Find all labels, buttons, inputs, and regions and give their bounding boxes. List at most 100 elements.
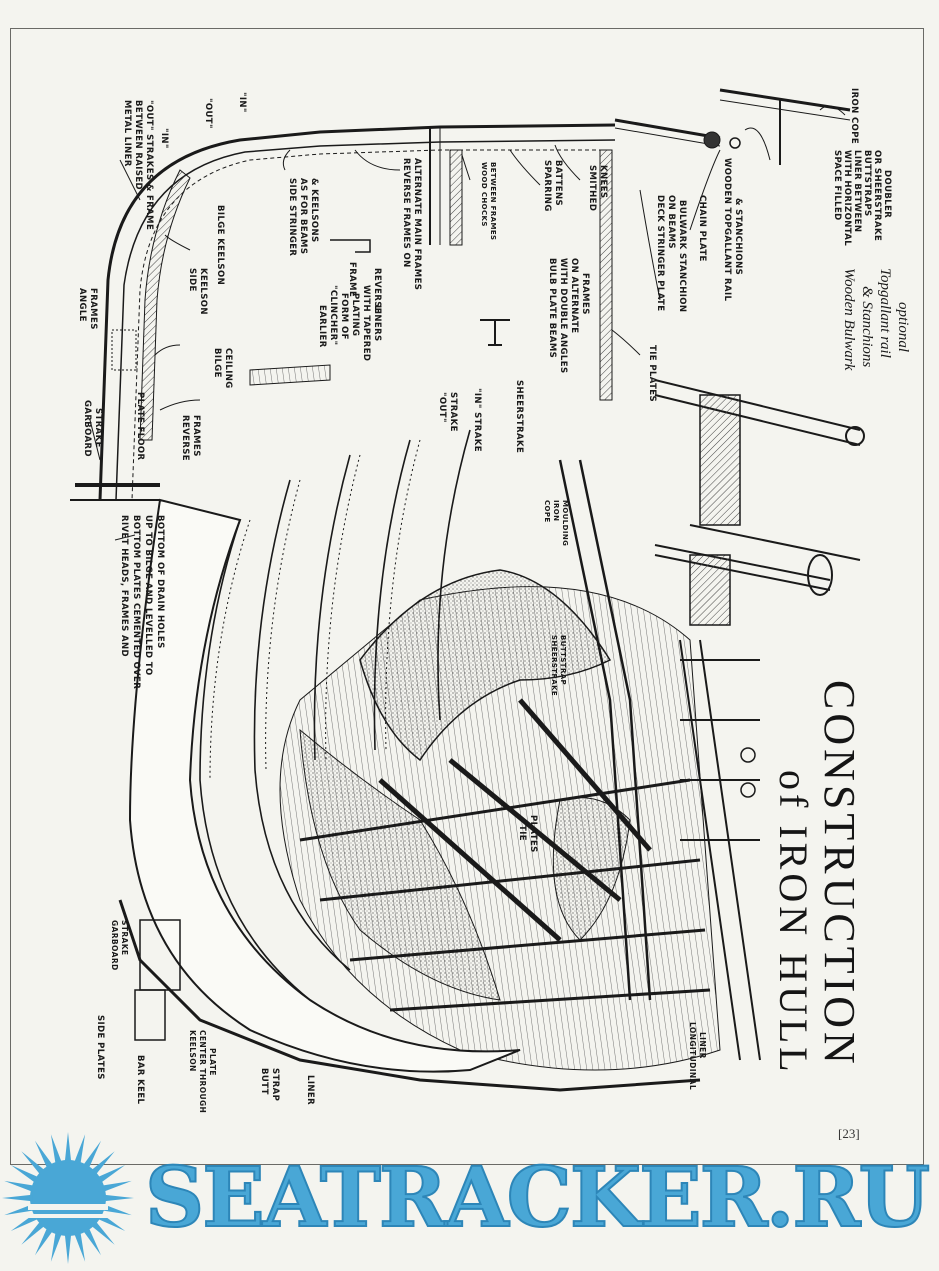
sun-ray xyxy=(74,1134,86,1165)
label-bulb-plate-4: FRAMES xyxy=(580,273,590,315)
label-metal-liner-1: METAL LINER xyxy=(122,100,132,167)
label-space-filled-3: LINER BETWEEN xyxy=(852,150,862,232)
sun-ray xyxy=(64,1132,72,1163)
label-deck-stringer-1: DECK STRINGER PLATE xyxy=(655,195,665,311)
sun-ray xyxy=(50,1134,62,1165)
sun-ray xyxy=(83,1140,101,1169)
label-in-strake: "IN" STRAKE xyxy=(472,388,482,452)
wooden-bulwark-line2: & Stanchions xyxy=(859,286,875,367)
label-bar-keel: BAR KEEL xyxy=(135,1055,145,1105)
label-garboard-left-2: STRAKE xyxy=(93,408,103,448)
label-rivet-heads-3: UP TO BILGE AND LEVELLED TO xyxy=(143,515,153,676)
label-deck-stringer-2: ON BEAMS xyxy=(666,195,676,249)
label-reverse-frames-2: FRAMES xyxy=(191,415,201,457)
label-garboard-left-1: GARBOARD xyxy=(82,400,92,457)
sun-icon xyxy=(2,1132,134,1264)
sun-ray xyxy=(103,1194,134,1202)
sun-ray xyxy=(21,1221,45,1245)
label-side-keelson-1: SIDE xyxy=(187,268,197,292)
label-sheer-buttstrap-2: BUTTSTRAP xyxy=(559,635,567,685)
label-garboard-bottom-1: GARBOARD xyxy=(110,920,119,971)
label-plate-floor: PLATE FLOOR xyxy=(135,392,145,460)
label-bulb-plate-1: BULB PLATE BEAMS xyxy=(547,258,557,358)
sun-ray xyxy=(4,1180,35,1192)
label-sparring-1: SPARRING xyxy=(542,160,552,212)
label-tie-plates-mid-1: TIE xyxy=(517,825,527,841)
label-garboard-bottom-2: STRAKE xyxy=(120,920,129,955)
label-rivet-heads-2: BOTTOM PLATES CEMENTED OVER xyxy=(131,515,141,689)
label-side-plates: SIDE PLATES xyxy=(95,1015,105,1080)
label-reverse-frames-1: REVERSE xyxy=(180,415,190,461)
sun-ray xyxy=(83,1227,101,1256)
label-cope-1: COPE xyxy=(543,500,551,523)
title-line1: CONSTRUCTION xyxy=(815,680,864,1068)
label-out-1: "OUT" xyxy=(203,98,213,129)
label-smithed-knees-2: KNEES xyxy=(598,165,608,198)
label-wood-chocks-1: WOOD CHOCKS xyxy=(480,162,488,227)
sun-ray xyxy=(4,1204,35,1216)
label-angle-frames-1: ANGLE xyxy=(77,288,87,322)
label-cope-2: IRON xyxy=(552,500,560,521)
label-wooden-topgallant: WOODEN TOPGALLANT RAIL xyxy=(722,158,732,302)
label-space-filled-4: BUTTSTRAPS xyxy=(862,150,872,217)
title-block: CONSTRUCTION of IRON HULL xyxy=(771,680,864,1076)
label-angle-frames-2: FRAMES xyxy=(88,288,98,330)
label-chain-plate: CHAIN PLATE xyxy=(697,195,707,262)
label-rivet-heads-4: BOTTOM OF DRAIN HOLES xyxy=(155,515,165,649)
label-longitudinal-liner-1: LONGITUDINAL xyxy=(688,1022,697,1090)
label-earlier-4: PLATING xyxy=(350,293,360,336)
page-number: [23] xyxy=(838,1126,860,1141)
sun-ray xyxy=(91,1151,115,1175)
label-earlier-1: EARLIER xyxy=(317,305,327,348)
label-frame: FRAME xyxy=(347,262,357,297)
sun-ray xyxy=(91,1221,115,1245)
hull-perspective xyxy=(118,429,761,1092)
label-butt-strap-1: BUTT xyxy=(259,1068,269,1095)
labels: IRON COPE SPACE FILLED WITH HORIZONTAL L… xyxy=(77,88,892,1113)
sun-ray xyxy=(74,1231,86,1262)
label-reverse: REVERSE xyxy=(372,268,382,314)
label-side-stringer-1: SIDE STRINGER xyxy=(287,178,297,256)
label-bulb-plate-3: ON ALTERNATE xyxy=(569,258,579,333)
label-reverse-frames-alt-2: ALTERNATE MAIN FRAMES xyxy=(412,158,422,290)
title-line2: of IRON HULL xyxy=(771,770,816,1076)
label-in-1: "IN" xyxy=(237,92,247,113)
wooden-bulwark-line1: Wooden Bulwark xyxy=(841,268,857,371)
label-side-stringer-2: AS FOR BEAMS xyxy=(298,178,308,254)
label-earlier-3: FORM OF xyxy=(339,293,349,340)
label-wood-chocks-2: BETWEEN FRAMES xyxy=(489,162,497,240)
sun-ray xyxy=(50,1231,62,1262)
sun-ray xyxy=(35,1227,53,1256)
watermark-text: SEATRACKER.RU xyxy=(144,1149,931,1247)
sun-ray xyxy=(2,1194,33,1202)
label-bilge-ceiling-2: CEILING xyxy=(223,348,233,389)
label-side-keelson-2: KEELSON xyxy=(198,268,208,315)
label-keelson-center-3: PLATE xyxy=(208,1048,217,1076)
sun-ray xyxy=(21,1151,45,1175)
label-space-filled-6: DOUBLER xyxy=(882,170,892,218)
cross-section xyxy=(70,88,851,501)
page-border xyxy=(10,28,924,1165)
label-iron-cope: IRON COPE xyxy=(849,88,859,144)
sun-ray xyxy=(35,1140,53,1169)
label-earlier-5: WITH TAPERED xyxy=(361,285,371,361)
sun-ray xyxy=(10,1165,39,1183)
label-out-strake-2: STRAKE xyxy=(448,392,458,432)
label-space-filled-2: WITH HORIZONTAL xyxy=(842,150,852,246)
label-bulb-plate-2: WITH DOUBLE ANGLES xyxy=(558,258,568,373)
label-sheerstrake: SHEERSTRAKE xyxy=(514,380,524,453)
label-and-stanchions: & STANCHIONS xyxy=(733,198,743,275)
label-in-2: "IN" xyxy=(159,128,169,149)
label-sparring-2: BATTENS xyxy=(553,160,563,206)
wooden-bulwark-note: Wooden Bulwark & Stanchions Topgallant r… xyxy=(841,268,911,371)
bulwark-details xyxy=(654,379,865,626)
wooden-bulwark-line3: Topgallant rail xyxy=(877,268,893,358)
label-bilge-keelson: BILGE KEELSON xyxy=(215,205,225,285)
label-earlier-6: LINERS xyxy=(372,305,382,342)
sun-ray xyxy=(64,1233,72,1264)
label-tie-plates-mid-2: PLATES xyxy=(528,815,538,853)
label-bulwark-stanchion: BULWARK STANCHION xyxy=(677,200,687,312)
label-keelson-center-1: KEELSON xyxy=(188,1030,197,1072)
label-earlier-2: "CLINCHER" xyxy=(328,285,338,346)
